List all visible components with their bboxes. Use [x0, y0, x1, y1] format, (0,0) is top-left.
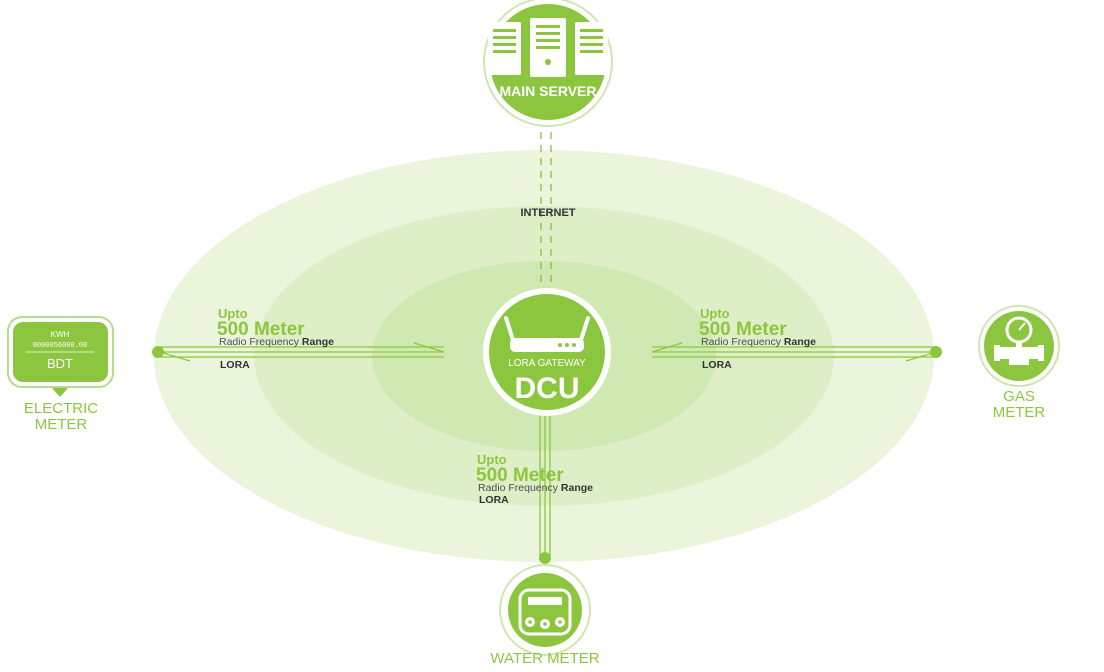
- left-link-upto: Upto: [218, 306, 248, 321]
- water-meter-label: WATER METER: [490, 650, 600, 667]
- dcu-title: DCU: [515, 372, 580, 405]
- bottom-link-upto: Upto: [477, 452, 507, 467]
- bottom-link-node: [539, 552, 551, 564]
- dcu-gateway-node: LORA GATEWAY DCU: [483, 288, 611, 416]
- dcu-subtitle: LORA GATEWAY: [508, 358, 586, 369]
- electric-meter-icon: KWH 0000056000.00 BDT: [26, 330, 94, 371]
- main-server-label: MAIN SERVER: [500, 83, 597, 99]
- gas-meter-node: [978, 305, 1060, 387]
- router-antenna-icon: [504, 316, 590, 352]
- left-link-rf-range: Radio Frequency Range: [219, 336, 334, 348]
- left-link-node: [152, 346, 164, 358]
- gas-meter-label: GAS METER: [979, 389, 1059, 421]
- right-lora-link: [651, 342, 937, 362]
- bottom-link-distance: 500 Meter: [476, 465, 564, 486]
- water-meter-node: [499, 564, 591, 656]
- electric-meter-reading: 0000056000.00: [33, 342, 88, 350]
- left-link-rf-prefix: Radio Frequency: [219, 336, 302, 348]
- right-link-rf-prefix: Radio Frequency: [701, 336, 784, 348]
- bottom-link-rf-bold: Range: [560, 482, 593, 494]
- right-link-distance: 500 Meter: [699, 319, 787, 340]
- gas-meter-icon: [994, 316, 1044, 365]
- electric-meter-node: KWH 0000056000.00 BDT: [7, 316, 114, 397]
- left-link-protocol: LORA: [220, 359, 250, 371]
- bottom-lora-link: [539, 410, 551, 556]
- internet-label: INTERNET: [521, 207, 576, 219]
- electric-meter-pointer: [52, 388, 68, 397]
- right-link-rf-range: Radio Frequency Range: [701, 336, 816, 348]
- left-link-distance: 500 Meter: [217, 319, 305, 340]
- electric-meter-label-line2: METER: [34, 416, 88, 433]
- electric-meter-label-line1: ELECTRIC: [23, 400, 99, 417]
- bottom-link-rf-prefix: Radio Frequency: [478, 482, 561, 494]
- bottom-link-protocol: LORA: [479, 494, 509, 506]
- gas-meter-label-line1: GAS: [1003, 388, 1035, 405]
- right-link-upto: Upto: [700, 306, 730, 321]
- bottom-link-rf-range: Radio Frequency Range: [478, 482, 593, 494]
- gas-meter-label-line2: METER: [992, 404, 1046, 421]
- server-rack-icon: [488, 18, 608, 77]
- right-link-rf-bold: Range: [783, 336, 816, 348]
- right-link-node: [930, 346, 942, 358]
- water-meter-icon: [518, 588, 572, 636]
- electric-meter-label: ELECTRIC METER: [0, 401, 122, 433]
- electric-meter-currency: BDT: [47, 356, 73, 371]
- electric-meter-unit: KWH: [51, 330, 70, 339]
- left-link-rf-bold: Range: [301, 336, 334, 348]
- right-link-protocol: LORA: [702, 359, 732, 371]
- left-lora-link: [159, 342, 445, 362]
- main-server-node: MAIN SERVER: [483, 0, 613, 127]
